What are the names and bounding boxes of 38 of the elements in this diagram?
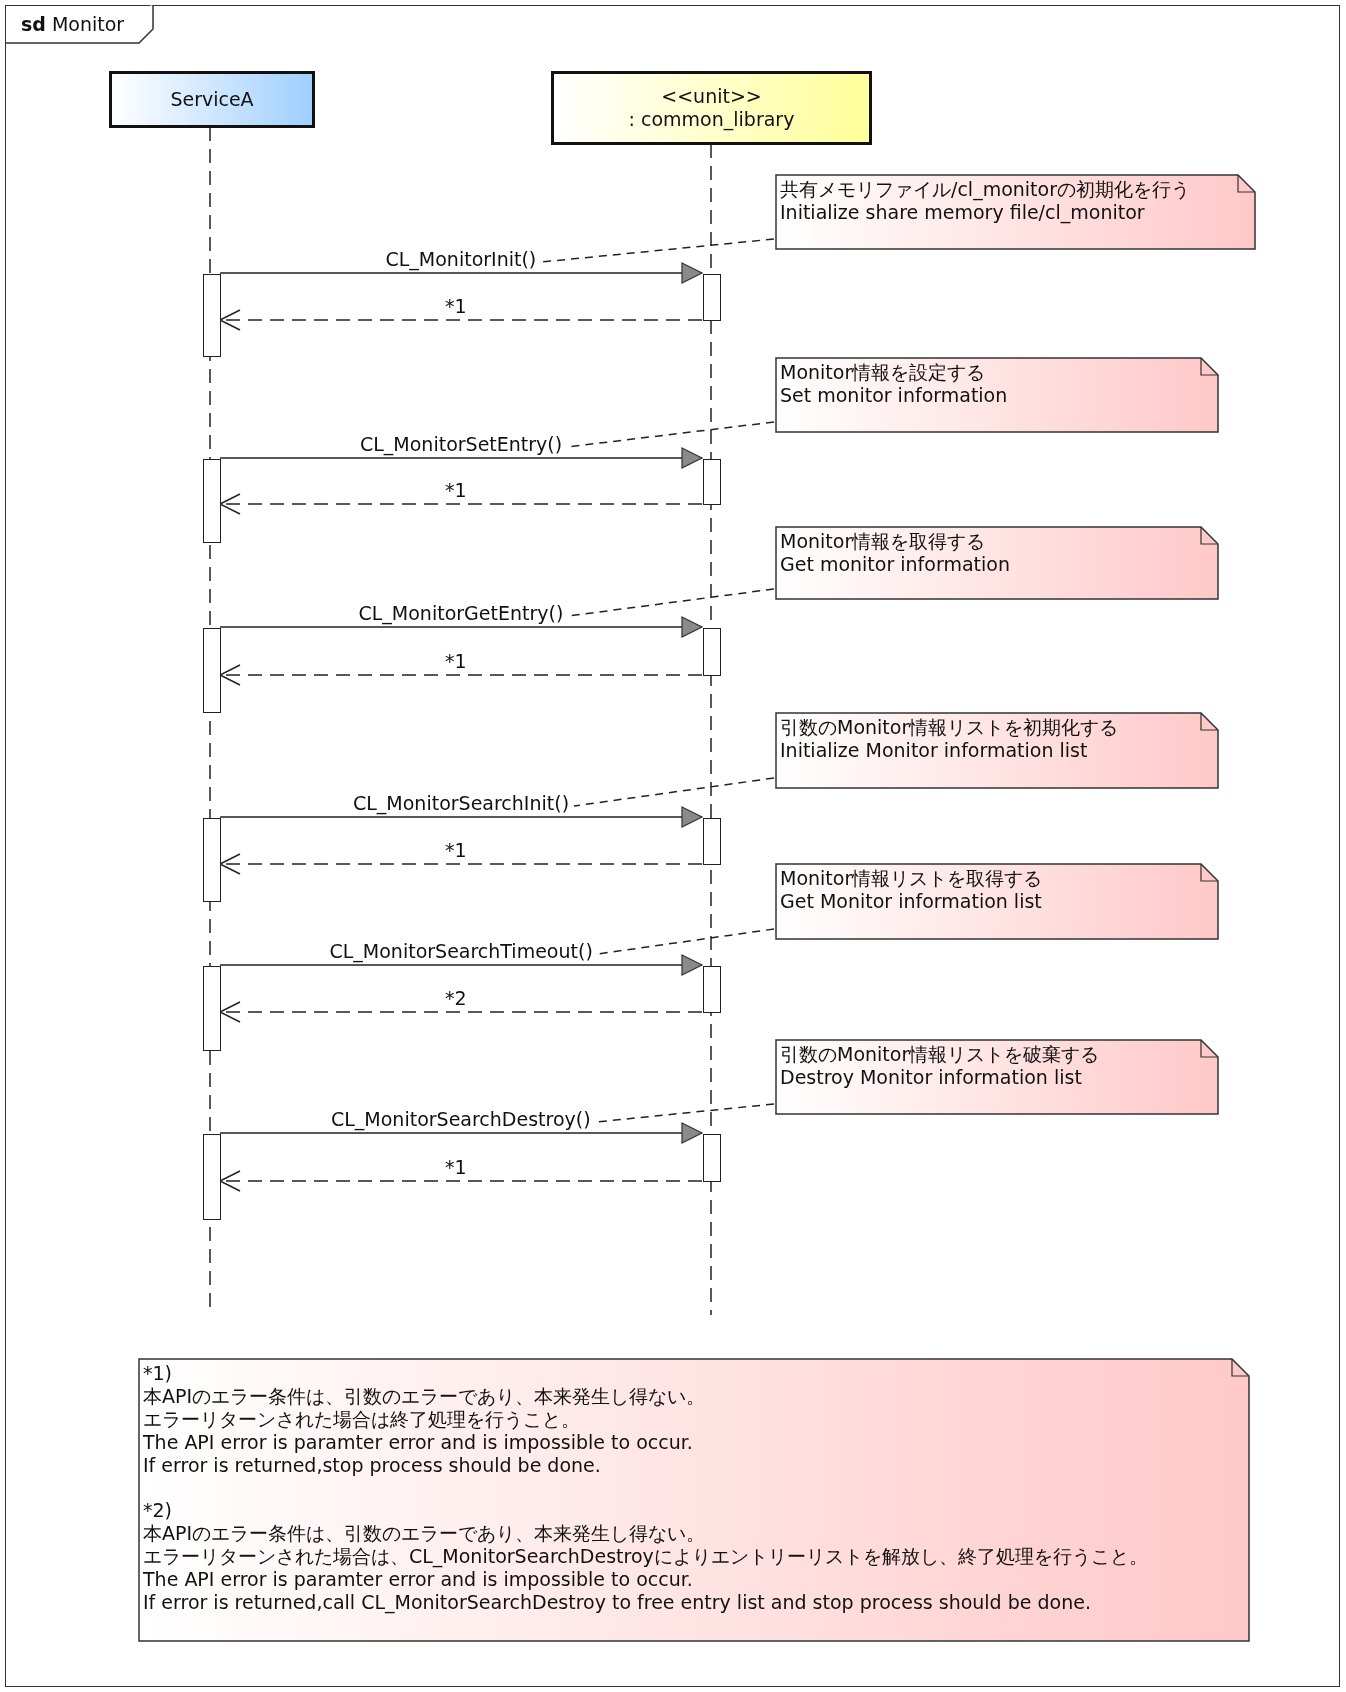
lifeline-head: <<unit>> : common_library bbox=[551, 71, 872, 145]
leader-line bbox=[573, 777, 775, 807]
message-arrow bbox=[219, 616, 703, 638]
activation-bar bbox=[203, 1134, 221, 1220]
return-arrow bbox=[219, 853, 703, 875]
return-arrow bbox=[219, 1001, 703, 1023]
activation-bar bbox=[703, 1134, 721, 1182]
message-arrow bbox=[219, 1122, 703, 1144]
note: Monitor情報リストを取得する Get Monitor information list bbox=[775, 863, 1219, 940]
return-arrow bbox=[219, 1170, 703, 1192]
activation-bar bbox=[203, 628, 221, 713]
frame bbox=[5, 5, 1340, 1687]
note: Monitor情報を設定する Set monitor information bbox=[775, 357, 1219, 433]
note: *1) 本APIのエラー条件は、引数のエラーであり、本来発生し得ない。 エラーリターンされた場合は終了処理を行うこと。 The API error is paramter error and is impossible to occur. If error is returned,stop process should be done. *2) 本APIのエラー条件は、引数のエラーであり、本来発生し得ない。 エラーリターンされた場合は、CL_MonitorSearchDestroyによりエントリーリストを解放し、終了処理を行うこと。 The API error is paramter error and is impossible to occur. If error is returned,call CL_MonitorSearchDestroy to free entry list and stop process should be done. bbox=[138, 1358, 1250, 1642]
note: 共有メモリファイル/cl_monitorの初期化を行う Initialize share memory file/cl_monitor bbox=[775, 174, 1256, 250]
activation-bar bbox=[203, 274, 221, 357]
activation-bar bbox=[703, 628, 721, 676]
activation-bar bbox=[203, 818, 221, 902]
frame-title: sd Monitor bbox=[21, 13, 125, 36]
activation-bar bbox=[703, 966, 721, 1013]
activation-bar bbox=[703, 274, 721, 321]
message-label: CL_MonitorSearchTimeout() bbox=[327, 940, 595, 963]
activation-bar bbox=[203, 459, 221, 543]
message-arrow bbox=[219, 447, 703, 469]
return-arrow bbox=[219, 493, 703, 515]
activation-bar bbox=[703, 459, 721, 505]
note: 引数のMonitor情報リストを破棄する Destroy Monitor information list bbox=[775, 1039, 1219, 1115]
message-arrow bbox=[219, 806, 703, 828]
return-arrow bbox=[219, 309, 703, 331]
leader-line bbox=[540, 238, 775, 263]
return-arrow bbox=[219, 664, 703, 686]
message-arrow bbox=[219, 262, 703, 284]
lifeline-head: ServiceA bbox=[109, 71, 315, 128]
activation-bar bbox=[203, 966, 221, 1051]
note: 引数のMonitor情報リストを初期化する Initialize Monitor information list bbox=[775, 712, 1219, 789]
note: Monitor情報を取得する Get monitor information bbox=[775, 526, 1219, 600]
activation-bar bbox=[703, 818, 721, 865]
message-arrow bbox=[219, 954, 703, 976]
